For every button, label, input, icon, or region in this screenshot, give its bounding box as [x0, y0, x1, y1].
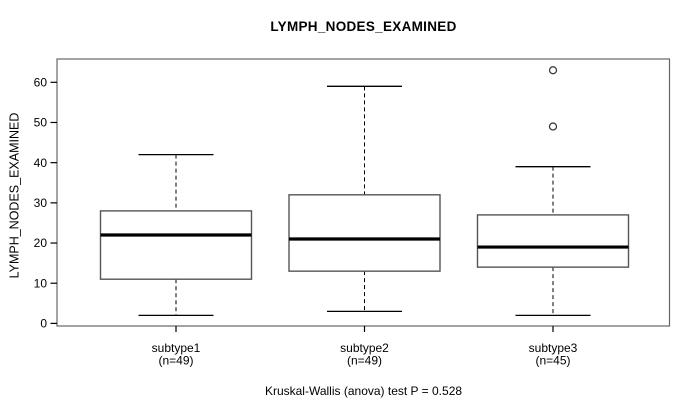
chart-title: LYMPH_NODES_EXAMINED	[270, 19, 457, 34]
x-category-label: subtype1	[152, 341, 201, 355]
x-category-n: (n=45)	[535, 354, 570, 368]
y-tick-label: 50	[34, 116, 48, 130]
boxplot-group-subtype3	[476, 66, 630, 317]
y-tick-label: 20	[34, 236, 48, 250]
y-tick-label: 10	[34, 276, 48, 290]
outlier-point	[548, 66, 558, 75]
y-tick-label: 60	[34, 76, 48, 90]
x-category-label: subtype2	[340, 341, 389, 355]
y-tick-label: 30	[34, 196, 48, 210]
boxplot-group-subtype1	[99, 153, 253, 317]
iqr-box	[288, 194, 441, 272]
iqr-box	[99, 210, 253, 280]
stat-test-caption: Kruskal-Wallis (anova) test P = 0.528	[264, 384, 463, 398]
x-category-label: subtype3	[529, 341, 578, 355]
plot-frame	[56, 58, 671, 327]
boxplot-group-subtype2	[288, 85, 441, 312]
x-category-n: (n=49)	[347, 354, 382, 368]
y-tick-label: 0	[40, 317, 47, 331]
y-tick-label: 40	[34, 156, 48, 170]
iqr-box	[476, 214, 630, 268]
outlier-point	[548, 122, 558, 131]
x-category-n: (n=49)	[158, 354, 193, 368]
